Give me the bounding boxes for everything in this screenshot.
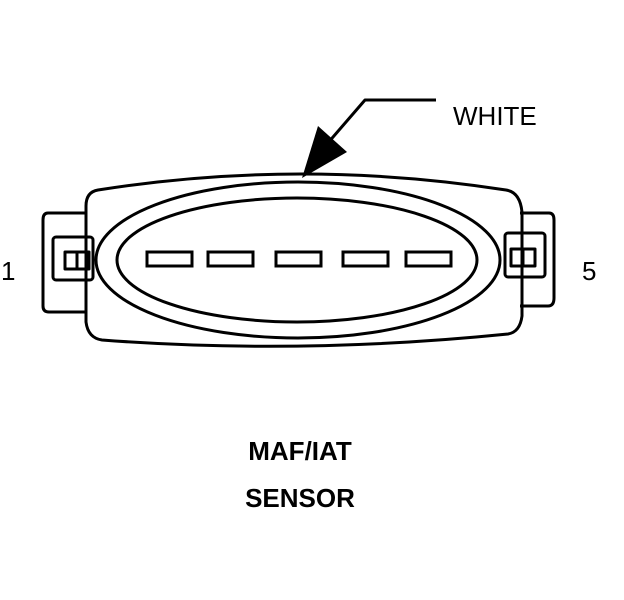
pin-5-label: 5: [582, 256, 597, 286]
component-title-line2: SENSOR: [245, 483, 355, 513]
leader-line: [325, 98, 436, 145]
outer-seal: [94, 180, 502, 340]
terminal-2: [206, 250, 255, 268]
right-latch: [520, 211, 556, 308]
terminal-cavity: [115, 196, 479, 324]
pointer-arrow: [302, 126, 347, 178]
terminal-3: [274, 250, 323, 268]
terminal-4: [341, 250, 390, 268]
wire-color-label: WHITE: [453, 101, 537, 131]
left-latch: [41, 211, 86, 314]
left-latch-inner: [51, 235, 95, 282]
right-latch-inner: [503, 231, 547, 279]
connector-body: [84, 172, 524, 348]
terminal-5: [404, 250, 453, 268]
component-title-line1: MAF/IAT: [248, 436, 352, 466]
terminal-1: [145, 250, 194, 268]
pin-1-label: 1: [1, 256, 16, 286]
